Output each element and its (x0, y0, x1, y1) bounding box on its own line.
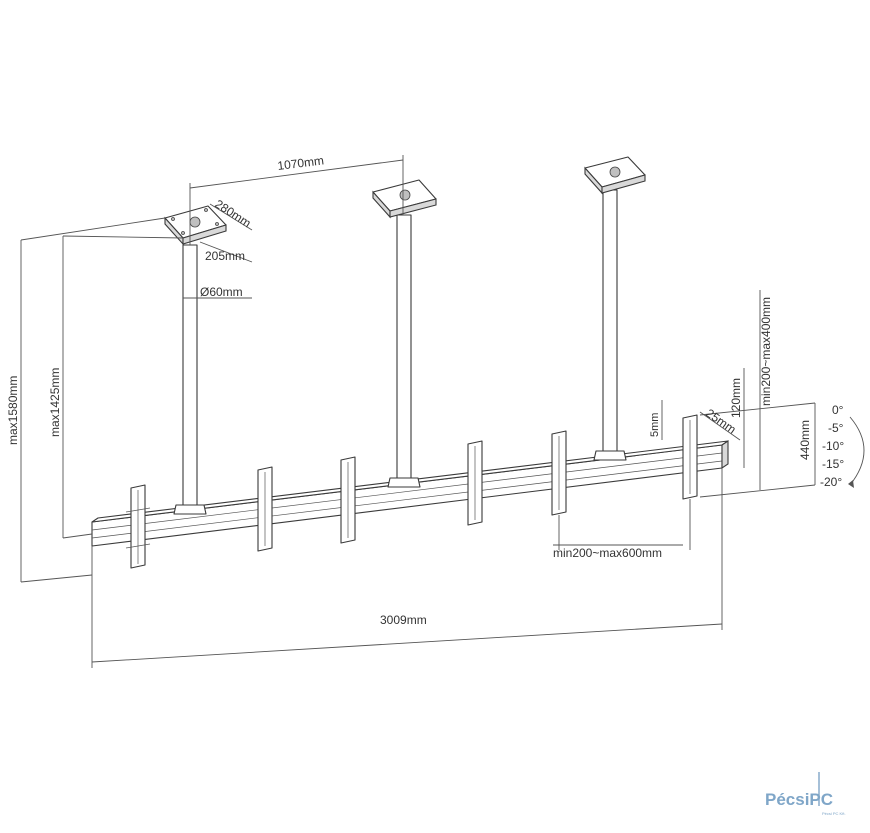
label-height-max-inner: max1425mm (48, 368, 62, 437)
tilt-angle-5: -5° (828, 421, 844, 435)
vesa-bracket-1 (125, 484, 151, 569)
watermark-logo: PécsiPC Pécsi PC Kft. (765, 772, 846, 816)
label-pole-diameter: Ø60mm (200, 285, 243, 299)
vesa-bracket-6 (682, 414, 698, 500)
label-total-width: 3009mm (380, 613, 427, 627)
ceiling-plate-right (584, 156, 646, 195)
label-vesa-vertical-range: min200~max400mm (759, 297, 773, 406)
ceiling-plate-middle (372, 179, 437, 219)
tilt-angle-10: -10° (822, 439, 844, 453)
watermark-subtext: Pécsi PC Kft. (822, 811, 846, 816)
tilt-angle-20: -20° (820, 475, 842, 489)
label-pole-spacing: 1070mm (277, 153, 325, 173)
watermark-text: PécsiPC (765, 790, 833, 809)
ceiling-pole-middle (387, 214, 421, 488)
vesa-bracket-5 (551, 430, 567, 516)
tilt-angle-labels: 0° -5° -10° -15° -20° (820, 403, 844, 489)
label-plate-width: 205mm (205, 249, 245, 263)
tilt-angle-15: -15° (822, 457, 844, 471)
vesa-bracket-4 (467, 440, 483, 526)
label-bracket-120mm: 120mm (729, 378, 743, 418)
label-vesa-horizontal-range: min200~max600mm (553, 546, 662, 560)
label-adjust-5mm: 5mm (649, 413, 661, 437)
label-height-max-outer: max1580mm (6, 376, 20, 445)
dimension-lines (20, 155, 865, 668)
vesa-bracket-2 (257, 466, 273, 552)
vesa-bracket-3 (340, 456, 356, 544)
ceiling-pole-right (593, 189, 627, 461)
label-bracket-height: 440mm (798, 420, 812, 460)
tilt-angle-0: 0° (832, 403, 844, 417)
